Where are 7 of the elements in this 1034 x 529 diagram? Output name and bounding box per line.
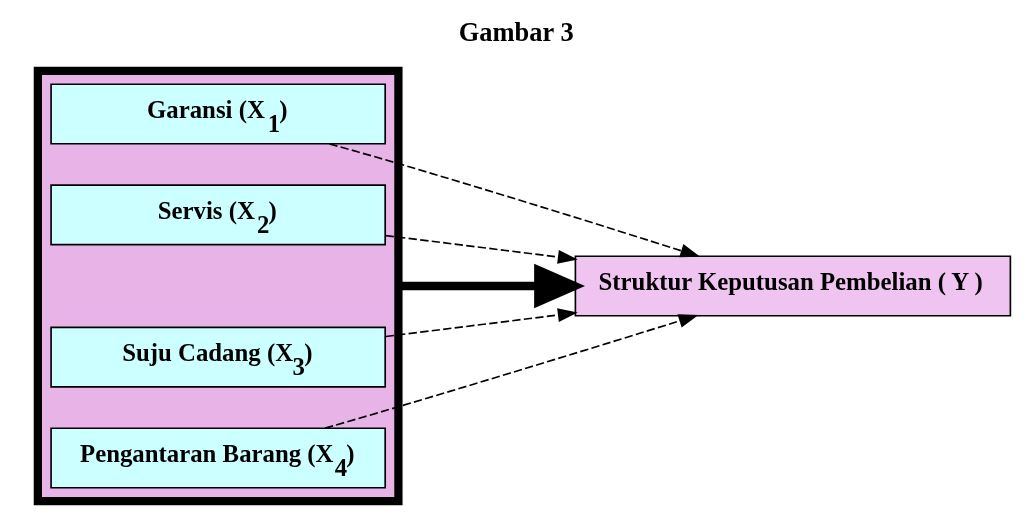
node-box: Struktur Keputusan Pembelian ( Y ) (574, 255, 1011, 317)
diagram-title: Gambar 3 (458, 16, 574, 47)
arrow (384, 234, 578, 264)
arrow (323, 314, 698, 429)
cluster (33, 66, 403, 506)
arrow (328, 143, 700, 258)
arrow (384, 308, 578, 338)
